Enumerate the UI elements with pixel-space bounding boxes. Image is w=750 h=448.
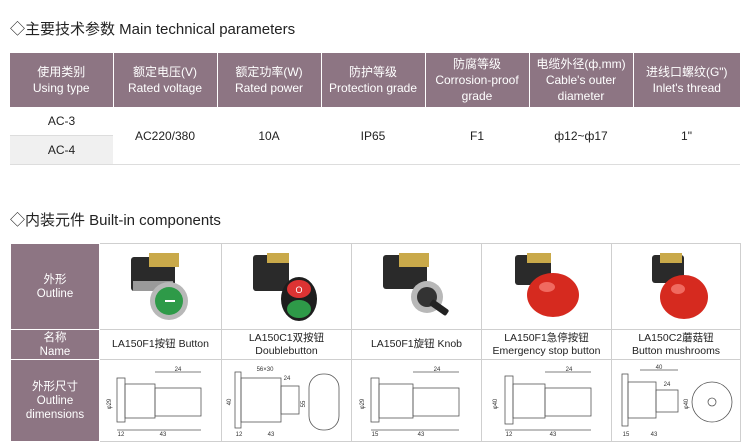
header-rated-voltage: 额定电压(V)Rated voltage (112, 53, 217, 107)
emergency-stop-icon (514, 252, 579, 317)
svg-text:O: O (295, 285, 302, 295)
svg-text:43: 43 (159, 432, 166, 438)
svg-text:12: 12 (235, 432, 242, 438)
inlet-thread-value: 1" (633, 107, 740, 165)
svg-text:43: 43 (651, 432, 658, 438)
component-photo (351, 243, 482, 330)
spec-row: AC-4 (10, 135, 740, 165)
svg-text:24: 24 (174, 367, 181, 373)
svg-text:12: 12 (117, 432, 124, 438)
svg-text:24: 24 (433, 367, 440, 373)
header-inlet-thread: 进线口螺纹(G")Inlet's thread (632, 53, 740, 107)
using-type-ac3: AC-3 (10, 107, 113, 136)
svg-text:15: 15 (623, 432, 630, 438)
dimension-drawing: 56×30 24 12 43 40 55 (221, 359, 352, 442)
rated-voltage-value: AC220/380 (113, 107, 217, 165)
double-button-icon: O (252, 252, 317, 321)
dimension-drawing: 24 15 43 φ29 (351, 359, 482, 442)
svg-text:55: 55 (301, 400, 307, 407)
green-flush-button-icon (130, 252, 188, 320)
cable-diameter-value: ф12~ф17 (529, 107, 633, 165)
using-type-ac4: AC-4 (10, 135, 113, 165)
header-rated-power: 额定功率(W)Rated power (216, 53, 321, 107)
svg-text:24: 24 (664, 382, 671, 388)
component-photo (611, 243, 741, 330)
component-photo: O (221, 243, 352, 330)
component-photo (99, 243, 222, 330)
svg-text:12: 12 (505, 432, 512, 438)
svg-text:φ29: φ29 (107, 398, 113, 409)
component-photo (481, 243, 612, 330)
svg-text:40: 40 (656, 365, 663, 371)
dimension-drawing: 40 24 15 43 φ40 (611, 359, 741, 442)
component-name: LA150F1按钮 Button (99, 329, 222, 360)
component-name: LA150F1旋钮 Knob (351, 329, 482, 360)
svg-text:φ40: φ40 (493, 398, 499, 409)
dimension-drawing: 24 12 43 φ29 (99, 359, 222, 442)
built-in-components-heading: ◇内装元件 Built-in components (10, 212, 221, 229)
technical-parameters-heading: ◇主要技术参数 Main technical parameters (10, 21, 296, 38)
svg-text:40: 40 (227, 398, 233, 405)
svg-text:15: 15 (371, 432, 378, 438)
rated-power-value: 10A (217, 107, 321, 165)
svg-text:43: 43 (267, 432, 274, 438)
svg-text:φ29: φ29 (360, 398, 366, 409)
svg-text:24: 24 (565, 367, 572, 373)
corrosion-grade-value: F1 (425, 107, 529, 165)
svg-text:43: 43 (549, 432, 556, 438)
svg-text:56×30: 56×30 (256, 367, 274, 373)
svg-text:43: 43 (417, 432, 424, 438)
spec-row: AC-3 AC220/380 10A IP65 F1 ф12~ф17 1" (10, 107, 740, 165)
dimension-drawing: 24 12 43 φ40 (481, 359, 612, 442)
header-cable-diameter: 电缆外径(ф,mm)Cable's outer diameter (528, 53, 633, 107)
svg-text:φ40: φ40 (684, 398, 690, 409)
protection-grade-value: IP65 (321, 107, 425, 165)
svg-text:24: 24 (283, 376, 290, 382)
selector-knob-icon (382, 252, 449, 315)
mushroom-button-icon (652, 252, 708, 319)
